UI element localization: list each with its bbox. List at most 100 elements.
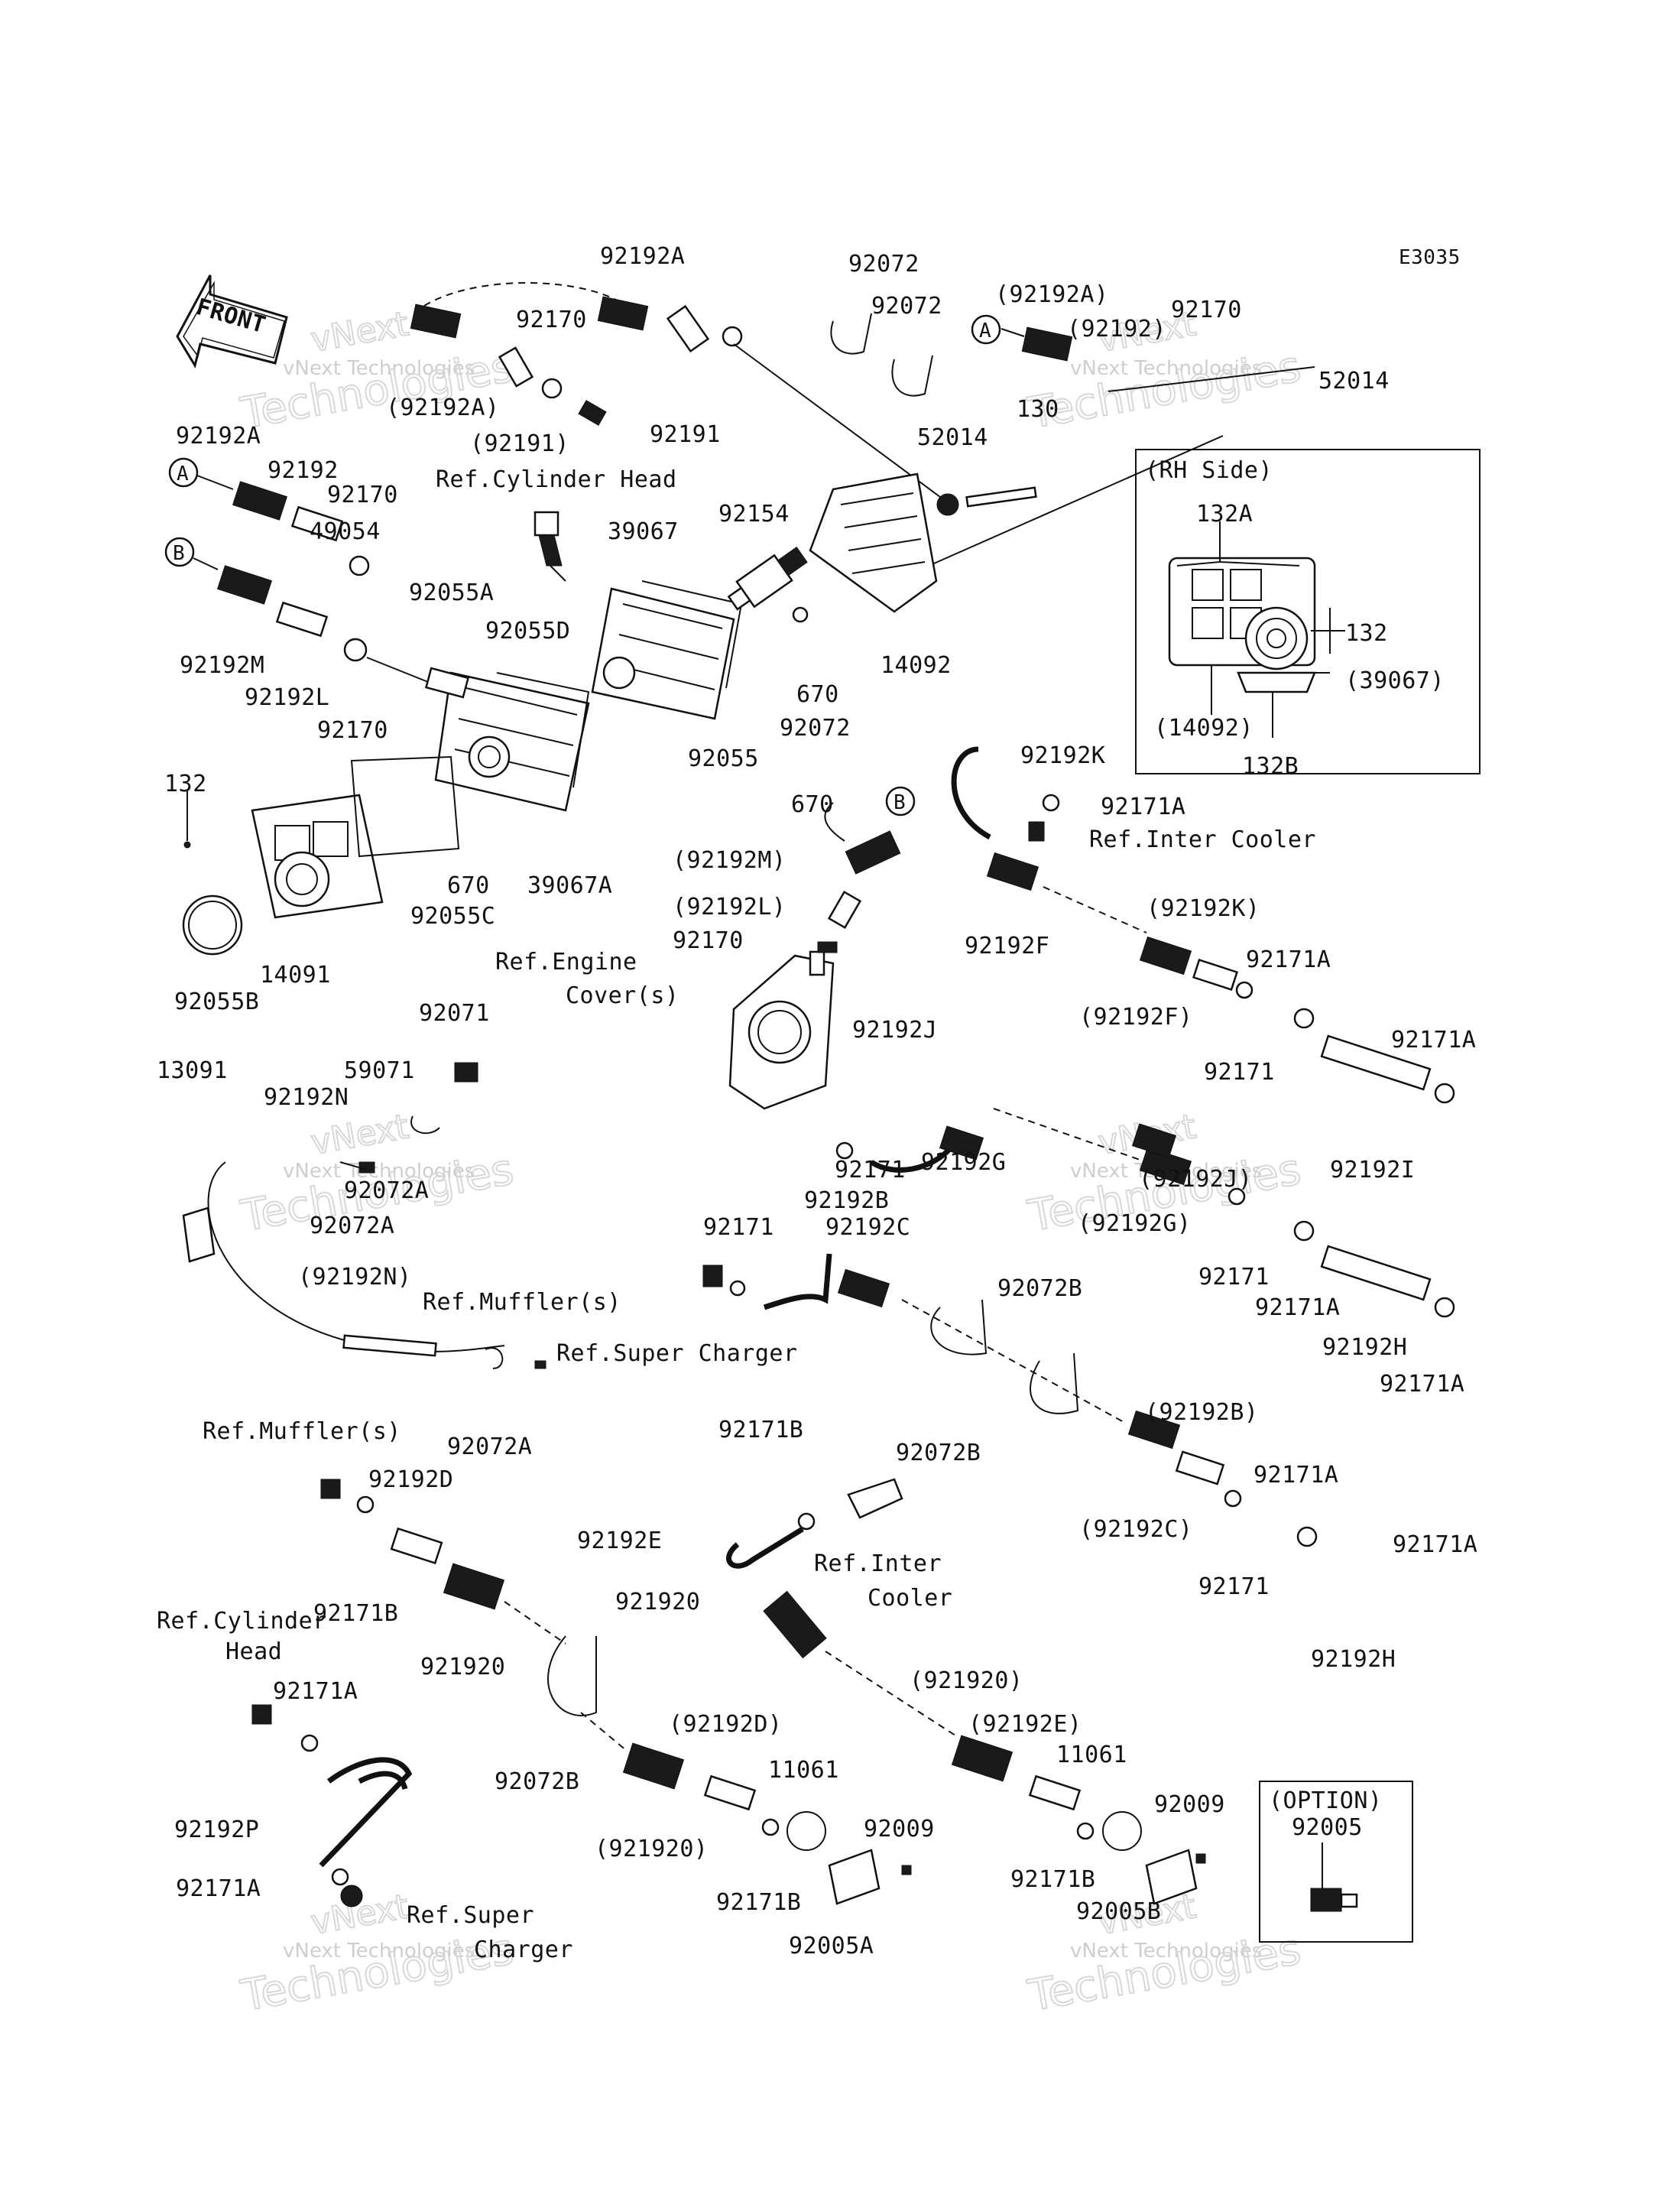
part-label: (92192E)	[968, 1711, 1082, 1738]
option-part: 92005	[1292, 1814, 1363, 1841]
part-label: 92171A	[273, 1678, 358, 1705]
part-label: 92170	[317, 717, 388, 744]
engine-cover-center	[728, 802, 1177, 1173]
part-label: 92192F	[965, 933, 1049, 959]
watermark-big: vNext	[308, 304, 411, 360]
part-label: 92171	[835, 1157, 906, 1183]
part-label: 92170	[327, 482, 398, 508]
part-label: (92192D)	[669, 1711, 783, 1738]
lower-left-hoses	[251, 1479, 912, 1907]
part-label: 11061	[768, 1757, 839, 1784]
marker-B: B	[894, 791, 906, 814]
thermostat	[727, 547, 809, 623]
part-label: 14092	[881, 652, 952, 679]
part-label: 92171A	[1101, 794, 1185, 820]
part-label: 132B	[1242, 753, 1299, 780]
part-label: 92055	[688, 745, 759, 772]
part-label: (92192K)	[1146, 895, 1260, 922]
part-label: 92192P	[174, 1817, 259, 1843]
part-label: 92072A	[447, 1433, 532, 1460]
part-label: 92171A	[1393, 1531, 1477, 1558]
part-label: Ref.Muffler(s)	[423, 1289, 621, 1316]
part-label: 92071	[419, 1000, 490, 1027]
part-label: 92171B	[1010, 1866, 1095, 1893]
part-label: Ref.Engine	[495, 949, 637, 976]
part-label: 92171B	[716, 1889, 801, 1916]
part-label: (92192B)	[1145, 1399, 1259, 1426]
watermark-big: vNext	[308, 1107, 411, 1163]
part-label: (921920)	[910, 1667, 1023, 1694]
part-label: 92009	[864, 1816, 935, 1842]
part-label: 92192	[268, 457, 339, 484]
part-label: 92170	[516, 307, 587, 333]
middle-left-parts	[182, 1062, 546, 1369]
housing-14092	[809, 472, 938, 613]
part-label: (92192F)	[1079, 1004, 1193, 1031]
part-label: 13091	[157, 1057, 228, 1084]
part-label: 92192H	[1322, 1334, 1407, 1361]
part-label: Ref.Super	[407, 1902, 534, 1929]
option-box: (OPTION) 92005	[1259, 1781, 1413, 1943]
part-label: 921920	[615, 1589, 700, 1615]
part-label: 59071	[344, 1057, 415, 1084]
part-label: 52014	[1318, 368, 1390, 394]
part-label: 92192M	[180, 652, 264, 679]
part-label: 92005A	[789, 1933, 874, 1959]
watermark-text: vNext Technologies	[283, 1160, 475, 1183]
part-label: (92192G)	[1078, 1210, 1192, 1237]
part-label: 130	[1017, 396, 1059, 423]
watermark-text: vNext Technologies	[1070, 357, 1262, 380]
part-label: (92192M)	[673, 847, 786, 874]
part-label: 92171A	[176, 1875, 261, 1902]
part-label: (92192N)	[298, 1264, 412, 1291]
part-label: 670	[447, 872, 490, 899]
part-label: 92072	[848, 251, 919, 278]
part-label: 92192E	[577, 1528, 662, 1554]
part-label: Ref.Inter Cooler	[1089, 826, 1316, 853]
front-arrow: FRONT	[176, 274, 288, 368]
part-label: 92170	[1171, 297, 1242, 323]
left-springs	[193, 475, 444, 689]
part-label: Head	[225, 1638, 282, 1665]
part-label: 92072A	[310, 1213, 394, 1239]
part-label: Cooler	[868, 1585, 952, 1612]
sensor-49054	[534, 511, 566, 582]
part-label: 92055B	[174, 989, 259, 1015]
part-label: 39067A	[527, 872, 612, 899]
part-label: (14092)	[1154, 715, 1254, 742]
part-label: 39067	[608, 518, 679, 545]
part-label: 92055C	[410, 903, 495, 930]
part-label: 670	[796, 681, 839, 708]
label-layer: 92192A921709207292072(92192A)(92192)9217…	[157, 243, 1477, 1963]
part-label: 92171	[1204, 1059, 1275, 1086]
part-label: 92171	[1198, 1264, 1270, 1291]
part-label: 92192I	[1330, 1157, 1415, 1183]
part-label: (92192A)	[386, 394, 500, 421]
part-label: 92171B	[313, 1600, 398, 1627]
part-label: 92072B	[495, 1768, 579, 1795]
part-label: (92192A)	[995, 281, 1109, 308]
part-label: 92171A	[1246, 946, 1331, 973]
diagram-code: E3035	[1399, 246, 1461, 269]
part-label: (39067)	[1345, 667, 1445, 694]
part-label: 92192L	[245, 684, 329, 711]
part-label: 92192J	[852, 1017, 937, 1044]
rh-side-box: (RH Side)	[1135, 449, 1481, 774]
part-label: Ref.Cylinder	[157, 1608, 327, 1635]
part-label: Cover(s)	[566, 982, 679, 1009]
part-label: 92171A	[1254, 1462, 1338, 1489]
part-label: 49054	[310, 518, 381, 545]
part-label: (921920)	[595, 1836, 709, 1862]
engine-cover-top	[591, 580, 743, 720]
part-label: 92072B	[997, 1275, 1082, 1302]
part-label: 92005B	[1076, 1898, 1161, 1925]
intercooler-hoses	[726, 1478, 1206, 1905]
part-label: 92072A	[344, 1177, 429, 1204]
part-label: 132	[164, 771, 207, 797]
part-label: (92192)	[1067, 316, 1166, 343]
part-label: Ref.Muffler(s)	[203, 1418, 401, 1445]
engine-cover-left	[424, 667, 590, 812]
part-label: 92055A	[409, 580, 494, 606]
part-label: 92191	[650, 421, 721, 448]
part-label: 92171	[1198, 1573, 1270, 1600]
